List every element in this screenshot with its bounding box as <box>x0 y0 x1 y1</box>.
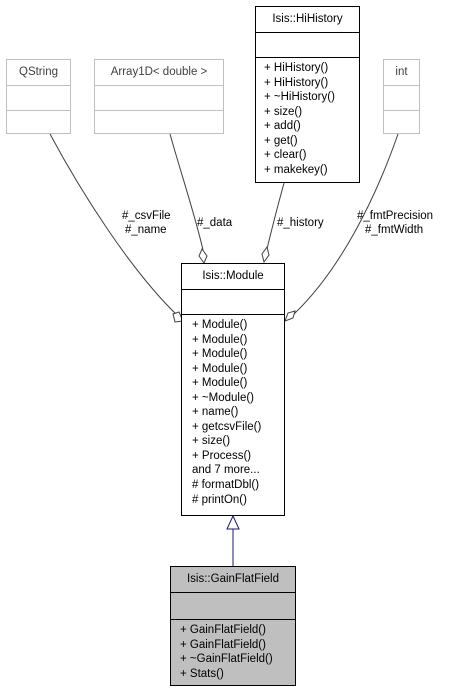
edge-label-csvfile: #_csvFile <box>122 210 171 222</box>
operation: + clear() <box>264 149 307 162</box>
operation: + Process() <box>192 449 252 462</box>
operations-section: + HiHistory() + HiHistory() + ~HiHistory… <box>256 57 359 177</box>
operation: + HiHistory() <box>264 76 329 89</box>
operation: + makekey() <box>264 163 328 176</box>
operations-section <box>7 110 70 133</box>
attributes-section <box>95 85 223 110</box>
operation: + ~GainFlatField() <box>180 653 273 666</box>
operation: + Module() <box>192 319 248 331</box>
operation: + name() <box>192 406 239 419</box>
operation: + add() <box>264 120 301 133</box>
edge-label-name: #_name <box>125 224 167 236</box>
edge-int-module <box>293 133 399 315</box>
class-node-array1d[interactable]: Array1D< double > <box>94 59 224 134</box>
class-title-gainflatfield: Isis::GainFlatField <box>186 573 280 585</box>
diamond-array1d <box>198 247 208 265</box>
operation: + size() <box>192 435 231 448</box>
class-title-array1d: Array1D< double > <box>110 66 208 78</box>
class-node-gainflatfield[interactable]: Isis::GainFlatField + GainFlatField() + … <box>170 566 296 686</box>
edge-array1d-module <box>169 133 204 251</box>
operation: + Module() <box>192 333 248 346</box>
attributes-section <box>7 85 70 110</box>
operation: + Stats() <box>180 667 224 680</box>
operation: + ~HiHistory() <box>264 91 335 104</box>
operation: and 7 more... <box>192 464 260 477</box>
operation: # formatDbl() <box>192 479 260 492</box>
class-node-int[interactable]: int <box>383 59 420 134</box>
attributes-section <box>384 85 419 110</box>
attributes-section <box>256 32 359 57</box>
class-title-module: Isis::Module <box>202 270 264 282</box>
operations-section <box>384 110 419 133</box>
class-node-module[interactable]: Isis::Module + Module() + Module() + Mod… <box>181 263 285 516</box>
operations-section <box>95 110 223 133</box>
operation: # printOn() <box>192 493 247 506</box>
operation: + Module() <box>192 377 248 390</box>
class-node-qstring[interactable]: QString <box>6 59 71 134</box>
diamond-int <box>284 310 296 322</box>
edge-hihistory-module <box>266 182 285 250</box>
diamond-hihistory <box>261 245 270 264</box>
operation: + getcsvFile() <box>192 420 262 433</box>
class-title-qstring: QString <box>19 66 58 78</box>
edge-label-fmtwidth: #_fmtWidth <box>365 224 424 236</box>
operation: + Module() <box>192 362 248 375</box>
edge-qstring-module <box>49 133 179 317</box>
inheritance-arrow <box>226 514 240 530</box>
operations-section: + GainFlatField() + GainFlatField() + ~G… <box>171 619 295 681</box>
edge-label-fmtprecision: #_fmtPrecision <box>357 210 434 222</box>
operation: + HiHistory() <box>264 62 329 74</box>
class-title-int: int <box>395 66 408 78</box>
attributes-section <box>182 289 284 314</box>
operation: + Module() <box>192 348 248 361</box>
class-title-hihistory: Isis::HiHistory <box>272 13 343 25</box>
operation: + GainFlatField() <box>180 624 266 636</box>
operation: + get() <box>264 134 298 147</box>
operation: + size() <box>264 105 303 118</box>
edge-label-data: #_data <box>197 217 233 229</box>
attributes-section <box>171 592 295 619</box>
operation: + ~Module() <box>192 391 255 404</box>
edge-label-history: #_history <box>277 217 324 229</box>
operations-section: + Module() + Module() + Module() + Modul… <box>182 314 284 507</box>
class-node-hihistory[interactable]: Isis::HiHistory + HiHistory() + HiHistor… <box>255 6 360 183</box>
diamond-qstring <box>172 311 184 323</box>
operation: + GainFlatField() <box>180 638 266 651</box>
